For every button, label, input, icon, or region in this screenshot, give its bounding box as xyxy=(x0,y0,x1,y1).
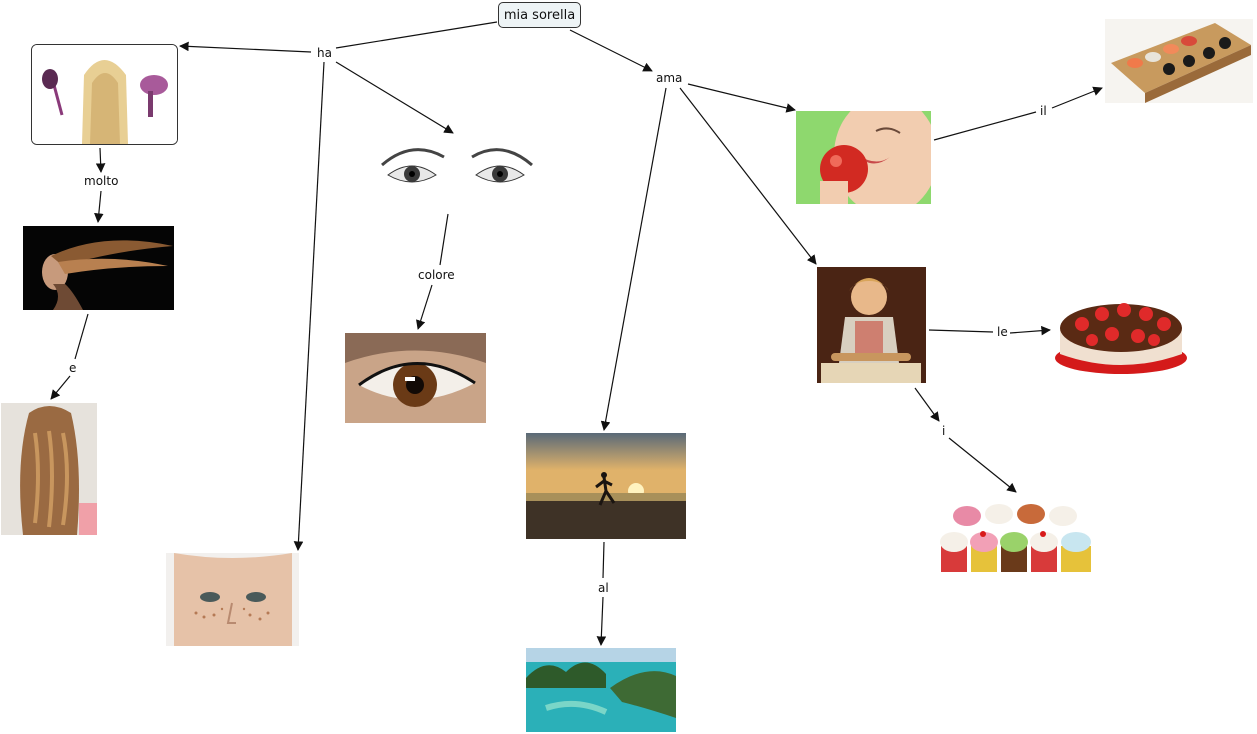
link-label-e: e xyxy=(67,361,79,375)
apple-bite-image[interactable] xyxy=(796,111,931,204)
link-label-i: i xyxy=(940,424,948,438)
link-label-al: al xyxy=(596,581,611,595)
wavy-hair-image[interactable] xyxy=(1,403,97,535)
islands-image[interactable] xyxy=(526,648,676,732)
eyes-image[interactable] xyxy=(372,135,541,211)
link-label-colore: colore xyxy=(416,268,457,282)
link-label-il: il xyxy=(1038,104,1049,118)
hair-care-image[interactable] xyxy=(31,44,178,145)
freckles-image[interactable] xyxy=(166,553,299,646)
baking-girl-image[interactable] xyxy=(817,267,926,383)
root-concept-label: mia sorella xyxy=(503,7,576,23)
link-label-ama: ama xyxy=(654,71,685,85)
cupcakes-image[interactable] xyxy=(937,494,1098,574)
sushi-image[interactable] xyxy=(1105,19,1253,103)
root-concept-node[interactable]: mia sorella xyxy=(498,2,581,28)
link-label-molto: molto xyxy=(82,174,121,188)
flowing-hair-image[interactable] xyxy=(23,226,174,310)
strawberry-cake-image[interactable] xyxy=(1052,284,1190,376)
link-label-le: le xyxy=(995,325,1010,339)
beach-run-image[interactable] xyxy=(526,433,686,539)
brown-eye-image[interactable] xyxy=(345,333,486,423)
link-label-ha: ha xyxy=(315,46,334,60)
